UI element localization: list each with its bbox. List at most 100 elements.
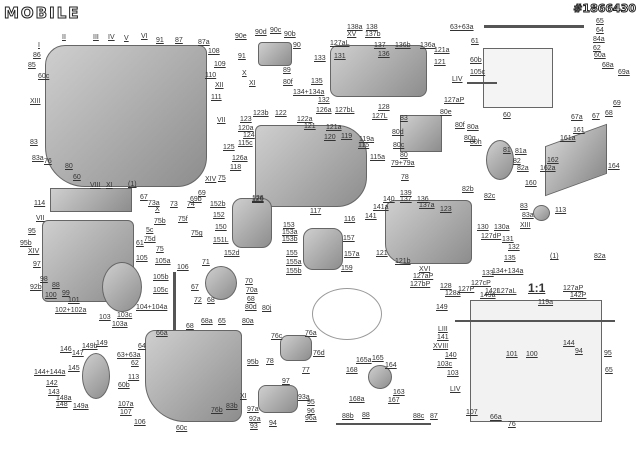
part-label: 76c [271, 333, 283, 340]
part-label: 97 [282, 378, 290, 385]
part-label: 127aP [444, 97, 465, 104]
part-label: 90b [284, 31, 296, 38]
part-label: 148 [56, 401, 68, 408]
axle-liv [467, 82, 497, 84]
part-label: LIV [450, 386, 461, 393]
part-label: 132 [508, 244, 520, 251]
part-label: 147 [72, 350, 84, 357]
part-label: 68a [602, 62, 614, 69]
part-label: 107a [118, 401, 134, 408]
part-label: 80d [245, 304, 257, 311]
mobile-logo: MOBILE [4, 4, 81, 23]
axle-liii [455, 320, 615, 322]
part-label: 63+63a [450, 24, 474, 31]
part-label: 126 [252, 196, 264, 203]
part-label: 132 [318, 97, 330, 104]
part-label: 110 [205, 72, 217, 79]
part-label: 87a [198, 39, 210, 46]
part-label: 95b [247, 359, 259, 366]
part-label: 120a [238, 125, 254, 132]
part-label: 121 [304, 123, 316, 130]
part-label: 149a [73, 403, 89, 410]
part-label: 103c [117, 312, 133, 319]
part-label: 60 [503, 112, 511, 119]
timing-cover-left [232, 198, 272, 248]
part-label: 99 [62, 290, 70, 297]
part-label: 152d [224, 250, 240, 257]
part-label: 82b [462, 186, 474, 193]
part-label: 80 [400, 152, 408, 159]
part-label: 81 [503, 147, 511, 154]
part-label: 76a [305, 330, 317, 337]
part-label: 152 [213, 212, 225, 219]
part-label: 105 [136, 255, 148, 262]
part-label: 67a [571, 114, 583, 121]
part-label: 65 [596, 18, 604, 25]
part-label: 83b [226, 403, 238, 410]
part-label: 130a [494, 224, 510, 231]
part-label: 102+102a [55, 307, 87, 314]
part-label: 105b [153, 274, 169, 281]
part-label: 64 [596, 27, 604, 34]
part-label: 80d [392, 129, 404, 136]
part-label: 157 [343, 235, 355, 242]
part-label: 73a [148, 200, 160, 207]
part-label: 80h [470, 139, 482, 146]
part-label: 139 [400, 190, 412, 197]
part-label: 103a [112, 321, 128, 328]
part-label: 5c [146, 227, 154, 234]
part-label: LIV [452, 76, 463, 83]
part-label: 164 [385, 362, 397, 369]
part-label: VIII [90, 182, 101, 189]
part-label: 101 [68, 297, 80, 304]
part-label: 106 [177, 264, 189, 271]
part-label: (1) [128, 181, 137, 188]
part-label: 97a [247, 406, 259, 413]
part-label: 60a [594, 52, 606, 59]
part-label: 127aL [497, 288, 517, 295]
part-label: I [38, 42, 40, 49]
part-label: 144 [563, 340, 575, 347]
part-label: 70 [245, 278, 253, 285]
part-label: 80c [393, 142, 405, 149]
part-label: XV [347, 31, 357, 38]
part-label: 80e [440, 109, 452, 116]
part-label: 127P [458, 286, 475, 293]
part-label: 107 [120, 409, 132, 416]
fuel-tank [483, 48, 553, 108]
part-label: 143 [48, 389, 60, 396]
part-label: 145 [68, 365, 80, 372]
part-label: 134+134a [492, 268, 524, 275]
part-label: 153b [282, 236, 298, 243]
part-label: 95 [28, 228, 36, 235]
rear-engine-assembly [385, 200, 472, 264]
part-label: 127L [372, 113, 388, 120]
part-label: 100 [526, 351, 538, 358]
part-label: 82a [517, 165, 529, 172]
part-label: 80j [262, 305, 272, 312]
part-label: 61 [136, 240, 144, 247]
part-label: 95 [604, 350, 612, 357]
part-label: 133 [314, 55, 326, 62]
part-label: 153a [282, 229, 298, 236]
part-label: 106 [134, 419, 146, 426]
part-label: 146 [60, 346, 72, 353]
part-label: 127bL [335, 107, 355, 114]
injection-pump-bracket [258, 42, 292, 66]
part-label: 103 [99, 314, 111, 321]
part-label: 95b [20, 240, 32, 247]
part-label: 71 [202, 259, 210, 266]
part-label: 75f [178, 216, 188, 223]
part-label: 94 [575, 348, 583, 355]
part-label: 97 [33, 261, 41, 268]
part-label: 88b [342, 413, 354, 420]
part-label: 115 [358, 142, 370, 149]
part-label: 101 [506, 351, 518, 358]
part-label: 162a [540, 165, 556, 172]
part-label: 89 [283, 67, 291, 74]
part-label: 78 [401, 174, 409, 181]
part-label: 141 [365, 213, 377, 220]
part-label: 75 [218, 175, 226, 182]
part-label: 133 [482, 270, 494, 277]
part-label: 60 [73, 174, 81, 181]
